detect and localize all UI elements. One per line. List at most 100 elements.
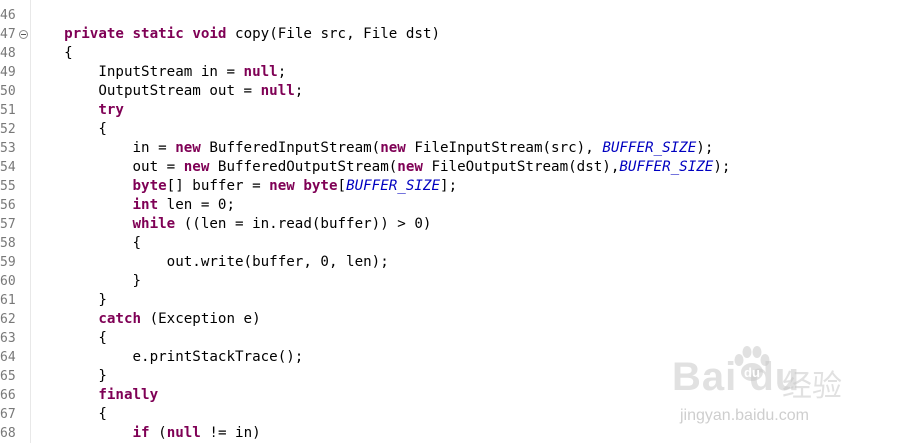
code-line[interactable]: 51 try	[0, 101, 908, 120]
code-token	[30, 102, 98, 118]
code-line[interactable]: 46	[0, 6, 908, 25]
code-token: len = 0;	[158, 197, 235, 213]
code-line[interactable]: 57 while ((len = in.read(buffer)) > 0)	[0, 215, 908, 234]
code-line[interactable]: 56 int len = 0;	[0, 196, 908, 215]
code-token: OutputStream out =	[30, 83, 261, 99]
constant-token: BUFFER_SIZE	[602, 140, 697, 156]
line-number: 54	[0, 160, 16, 175]
code-text: byte[] buffer = new byte[BUFFER_SIZE];	[30, 177, 458, 196]
code-token: {	[30, 121, 107, 137]
code-line[interactable]: 53 in = new BufferedInputStream(new File…	[0, 139, 908, 158]
code-token: );	[713, 159, 731, 175]
keyword-token: private	[64, 26, 124, 42]
line-number: 53	[0, 141, 16, 156]
line-number: 65	[0, 369, 16, 384]
code-line[interactable]: 61 }	[0, 291, 908, 310]
keyword-token: null	[166, 425, 201, 441]
code-token: InputStream in =	[30, 64, 244, 80]
code-text: }	[30, 367, 107, 386]
line-number: 51	[0, 103, 16, 118]
code-line[interactable]: 48 {	[0, 44, 908, 63]
code-token: );	[696, 140, 714, 156]
code-line[interactable]: 64 e.printStackTrace();	[0, 348, 908, 367]
code-token	[30, 425, 133, 441]
code-text: }	[30, 272, 141, 291]
code-line[interactable]: 45	[0, 0, 908, 6]
code-text: catch (Exception e)	[30, 310, 261, 329]
code-token: ];	[440, 178, 458, 194]
keyword-token: byte	[303, 178, 338, 194]
code-token: {	[30, 330, 107, 346]
code-line[interactable]: 50 OutputStream out = null;	[0, 82, 908, 101]
code-token	[124, 26, 133, 42]
code-token	[30, 387, 98, 403]
code-text: OutputStream out = null;	[30, 82, 303, 101]
code-line[interactable]: 66 finally	[0, 386, 908, 405]
code-line[interactable]: 62 catch (Exception e)	[0, 310, 908, 329]
code-token	[30, 311, 98, 327]
code-token: BufferedOutputStream(	[209, 159, 398, 175]
code-token: != in)	[200, 425, 261, 441]
code-text: private static void copy(File src, File …	[30, 25, 440, 44]
code-line[interactable]: 58 {	[0, 234, 908, 253]
code-text: int len = 0;	[30, 196, 236, 215]
code-line[interactable]: 54 out = new BufferedOutputStream(new Fi…	[0, 158, 908, 177]
line-number: 59	[0, 255, 16, 270]
keyword-token: int	[132, 197, 159, 213]
code-line[interactable]: 49 InputStream in = null;	[0, 63, 908, 82]
line-number: 55	[0, 179, 16, 194]
code-token: (Exception e)	[141, 311, 261, 327]
line-number: 49	[0, 65, 16, 80]
line-number: 47	[0, 27, 16, 42]
line-number: 60	[0, 274, 16, 289]
code-token: }	[30, 292, 107, 308]
keyword-token: new	[183, 159, 210, 175]
code-token: ;	[294, 83, 304, 99]
code-token: {	[30, 235, 142, 251]
code-text: }	[30, 291, 107, 310]
code-token	[30, 178, 133, 194]
code-line[interactable]: 68 if (null != in)	[0, 424, 908, 443]
code-line[interactable]: 47 private static void copy(File src, Fi…	[0, 25, 908, 44]
line-number: 64	[0, 350, 16, 365]
code-token: out.write(buffer, 0, len);	[30, 254, 389, 270]
code-line[interactable]: 55 byte[] buffer = new byte[BUFFER_SIZE]…	[0, 177, 908, 196]
fold-collapse-icon[interactable]	[19, 30, 28, 39]
code-line[interactable]: 52 {	[0, 120, 908, 139]
code-line[interactable]: 67 {	[0, 405, 908, 424]
keyword-token: if	[132, 425, 150, 441]
code-text: in = new BufferedInputStream(new FileInp…	[30, 139, 713, 158]
line-number: 56	[0, 198, 16, 213]
code-text: {	[30, 405, 107, 424]
code-text: finally	[30, 386, 158, 405]
code-line[interactable]: 60 }	[0, 272, 908, 291]
code-text: e.printStackTrace();	[30, 348, 303, 367]
code-text: {	[30, 44, 73, 63]
code-token: e.printStackTrace();	[30, 349, 304, 365]
code-line[interactable]: 63 {	[0, 329, 908, 348]
line-number: 58	[0, 236, 16, 251]
code-token: out =	[30, 159, 184, 175]
code-token	[30, 26, 64, 42]
code-token: {	[30, 406, 107, 422]
line-number: 46	[0, 8, 16, 23]
keyword-token: byte	[132, 178, 167, 194]
line-number: 62	[0, 312, 16, 327]
code-token: [	[337, 178, 347, 194]
code-text: out.write(buffer, 0, len);	[30, 253, 389, 272]
keyword-token: void	[192, 26, 227, 42]
code-token: (	[149, 425, 167, 441]
line-number: 52	[0, 122, 16, 137]
code-token: {	[30, 45, 73, 61]
code-text: try	[30, 101, 124, 120]
keyword-token: new	[380, 140, 406, 156]
keyword-token: new	[397, 159, 423, 175]
code-line[interactable]: 59 out.write(buffer, 0, len);	[0, 253, 908, 272]
code-line[interactable]: 65 }	[0, 367, 908, 386]
code-token: FileOutputStream(dst),	[422, 159, 620, 175]
code-token: copy(File src, File dst)	[226, 26, 441, 42]
code-token	[30, 216, 133, 232]
keyword-token: try	[98, 102, 124, 118]
